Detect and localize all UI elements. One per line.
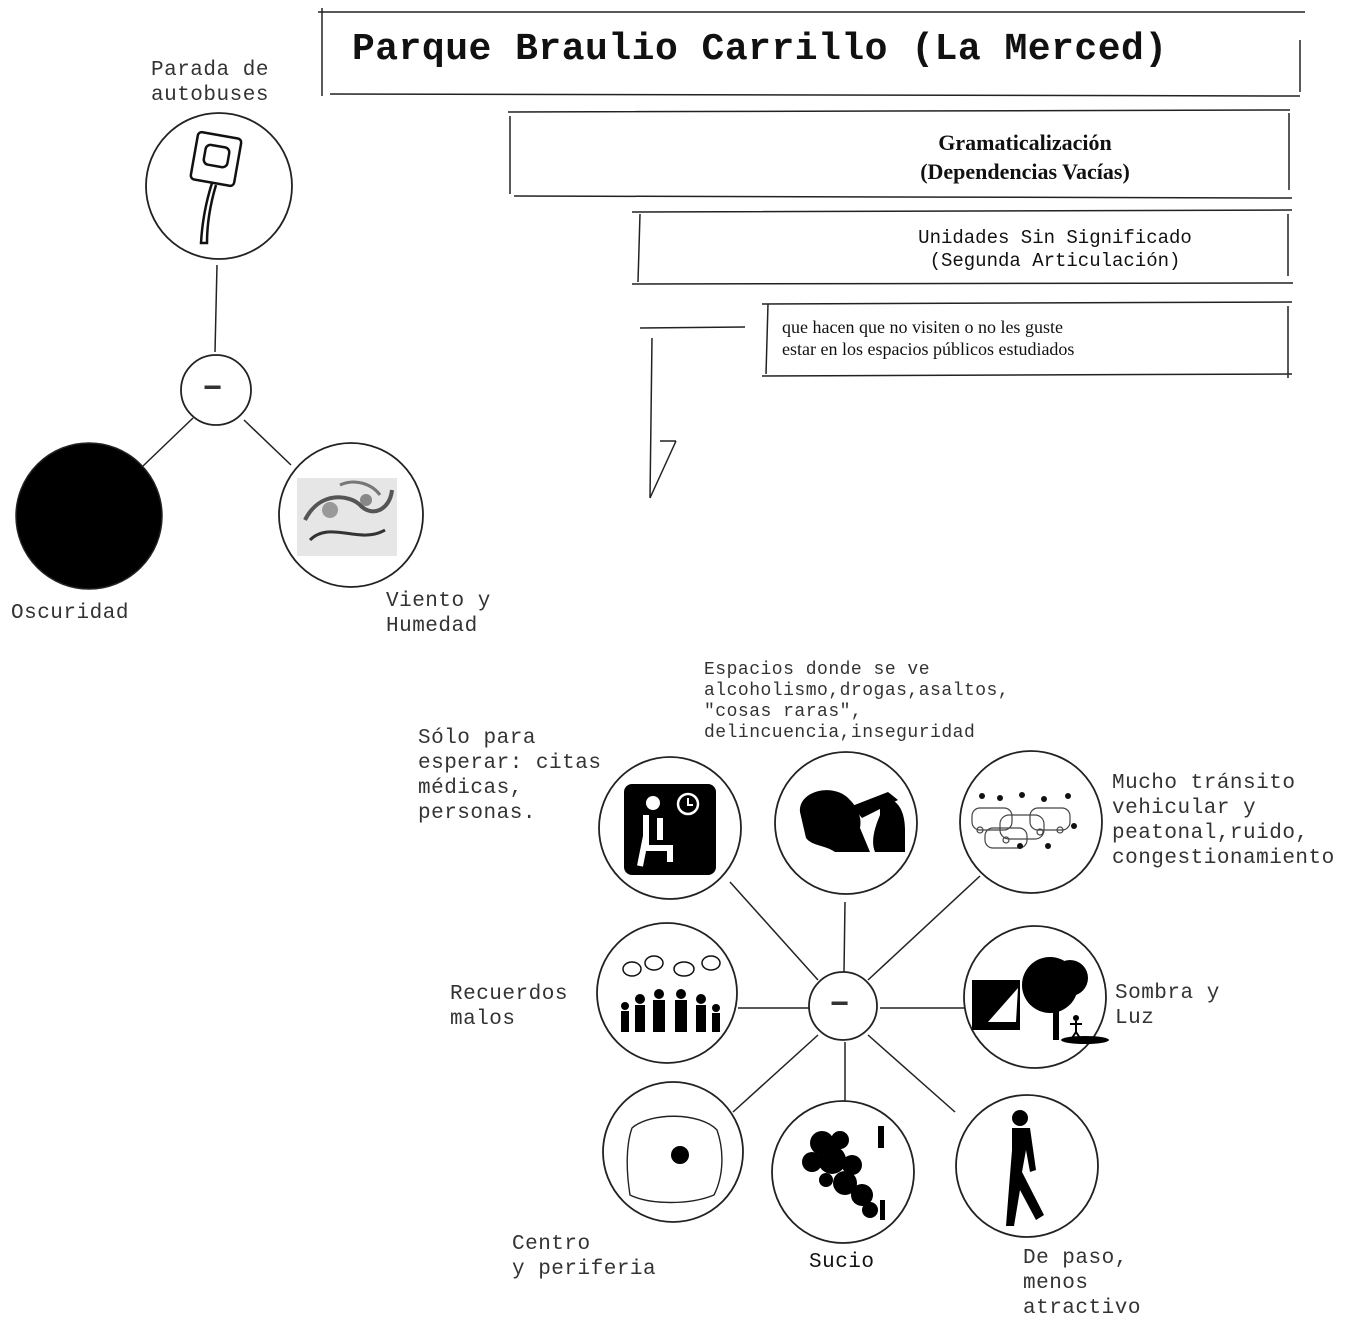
wind-label: Viento y Humedad <box>386 590 491 638</box>
drinking-node <box>774 751 918 895</box>
center-node <box>602 1081 744 1223</box>
wind-swirl-icon <box>297 478 397 556</box>
memories-label: Recuerdos malos <box>450 983 568 1031</box>
bus-stop-label: Parada de autobuses <box>151 59 269 107</box>
bottom-hub-node <box>808 971 878 1041</box>
wind-node <box>278 442 424 588</box>
top-hub-minus: − <box>203 371 223 408</box>
tree-light-shadow-icon <box>972 957 1109 1044</box>
bus-stop-sign-icon <box>189 130 243 245</box>
units-box: Unidades Sin Significado (Segunda Articu… <box>918 227 1192 272</box>
page-title: Parque Braulio Carrillo (La Merced) <box>352 28 1168 71</box>
drinking-label: Espacios donde se ve alcoholismo,drogas,… <box>704 660 1010 743</box>
waiting-label: Sólo para esperar: citas médicas, person… <box>418 727 602 825</box>
shadow-node <box>963 925 1109 1069</box>
passing-label: De paso, menos atractivo <box>1023 1247 1141 1317</box>
waiting-room-icon <box>624 784 716 875</box>
top-hub-node <box>180 354 252 426</box>
passing-node <box>955 1094 1099 1238</box>
grammaticalization-box: Gramaticalización (Dependencias Vacías) <box>920 130 1130 184</box>
memories-node <box>596 922 738 1064</box>
shadow-label: Sombra y Luz <box>1115 982 1220 1030</box>
bus-stop-node <box>145 112 293 260</box>
dirty-label: Sucio <box>809 1251 875 1274</box>
traffic-node <box>959 750 1103 894</box>
dirt-stain-icon <box>802 1126 885 1220</box>
description-box: que hacen que no visiten o no les guste … <box>782 317 1075 359</box>
person-drinking-icon <box>799 790 905 852</box>
walking-person-icon <box>1006 1110 1044 1226</box>
black-circle-icon <box>15 442 163 590</box>
center-label: Centro y periferia <box>512 1233 657 1281</box>
bottom-hub-minus: − <box>830 987 850 1024</box>
dirty-node <box>771 1100 915 1244</box>
waiting-node <box>598 756 742 900</box>
traffic-label: Mucho tránsito vehicular y peatonal,ruid… <box>1112 772 1335 870</box>
darkness-label: Oscuridad <box>11 602 129 625</box>
traffic-crowd-icon <box>971 792 1077 849</box>
center-dot-icon <box>626 1115 723 1204</box>
people-thought-bubbles-icon <box>621 955 721 1032</box>
darkness-node <box>15 442 163 590</box>
